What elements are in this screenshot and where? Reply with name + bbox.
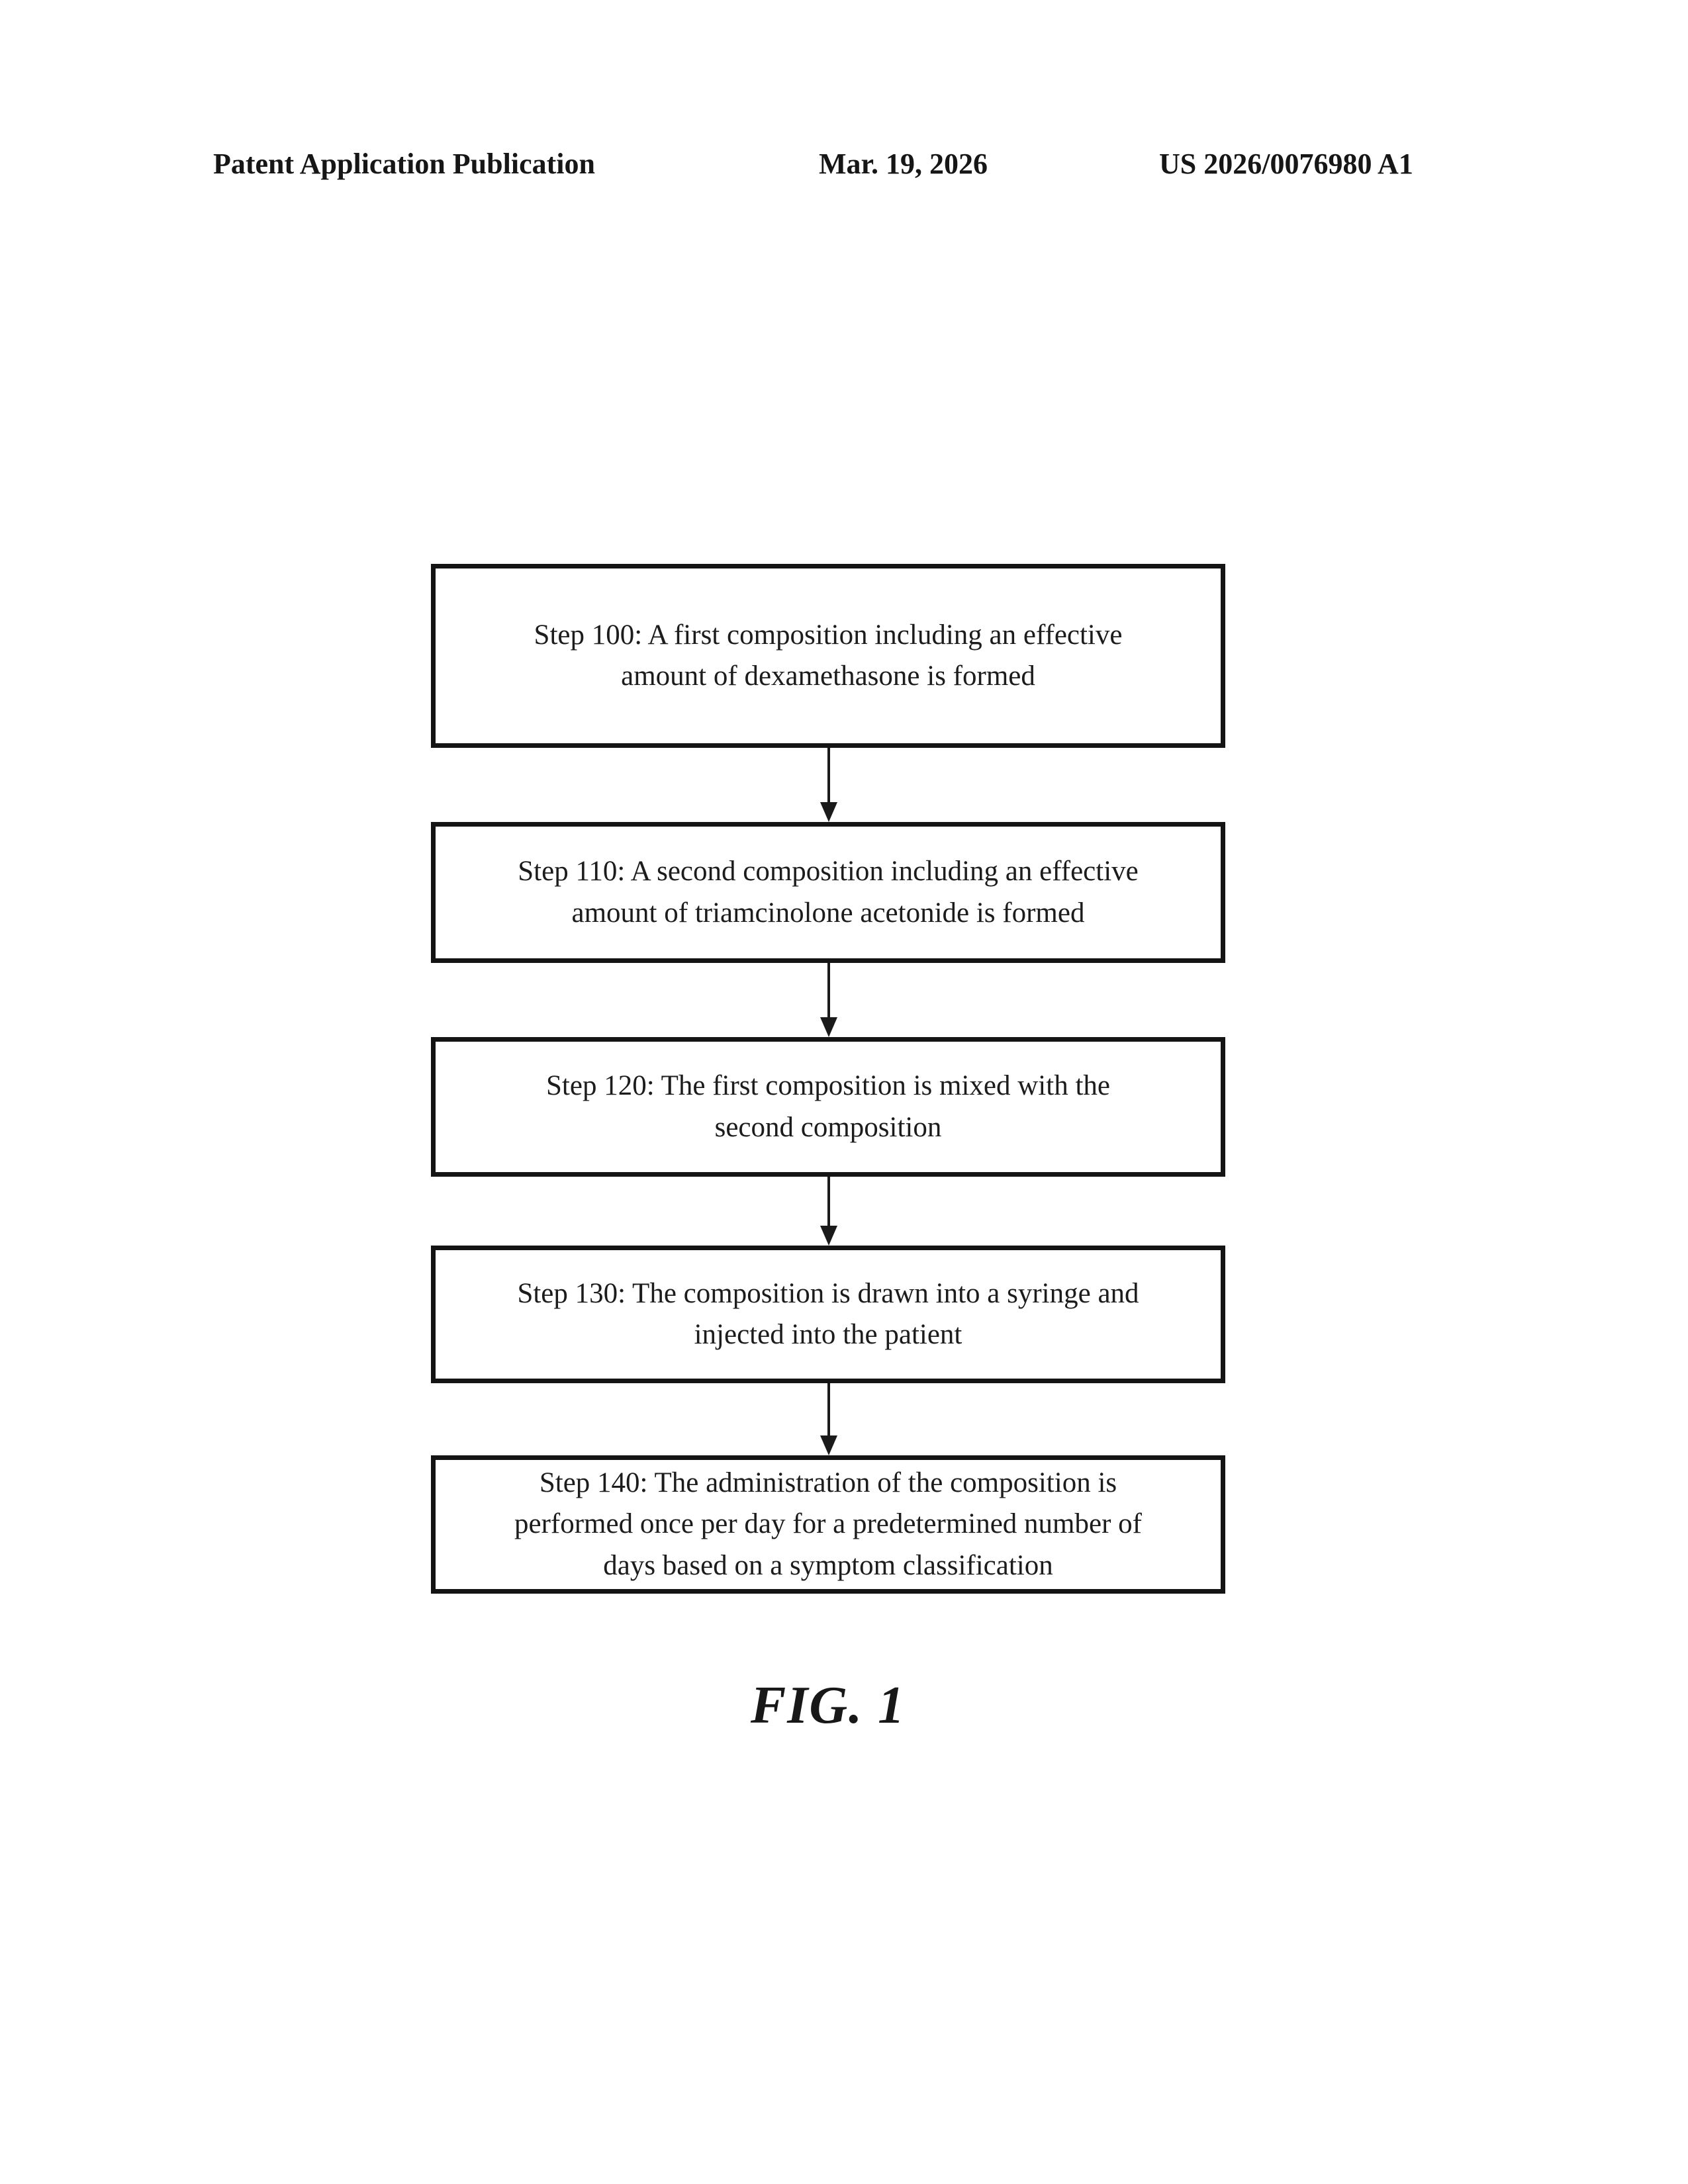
flowchart-step-100-text: Step 100: A first composition including … bbox=[534, 619, 1123, 692]
flowchart-step-100-box: Step 100: A first composition including … bbox=[431, 564, 1225, 748]
arrow-down-icon bbox=[820, 1435, 837, 1455]
flowchart-step-110-text: Step 110: A second composition including… bbox=[518, 856, 1139, 929]
flowchart-step-140-box: Step 140: The administration of the comp… bbox=[431, 1455, 1225, 1594]
header-publication-number: US 2026/0076980 A1 bbox=[1159, 148, 1413, 180]
flowchart-step-140-text: Step 140: The administration of the comp… bbox=[514, 1467, 1142, 1581]
arrow-down-icon bbox=[820, 1017, 837, 1037]
flowchart-step-130-text: Step 130: The composition is drawn into … bbox=[517, 1277, 1139, 1350]
header-publication-label: Patent Application Publication bbox=[213, 148, 595, 180]
arrow-shaft bbox=[827, 748, 830, 805]
arrow-down-icon bbox=[820, 1226, 837, 1246]
flowchart-step-130-box: Step 130: The composition is drawn into … bbox=[431, 1246, 1225, 1383]
flow-arrow bbox=[818, 1383, 839, 1455]
arrow-down-icon bbox=[820, 802, 837, 822]
flowchart-step-120-box: Step 120: The first composition is mixed… bbox=[431, 1037, 1225, 1177]
arrow-shaft bbox=[827, 1383, 830, 1438]
arrow-shaft bbox=[827, 1177, 830, 1228]
header-publication-date: Mar. 19, 2026 bbox=[819, 148, 988, 180]
flowchart-step-120-text: Step 120: The first composition is mixed… bbox=[546, 1070, 1110, 1143]
flow-arrow bbox=[818, 748, 839, 822]
figure-caption: FIG. 1 bbox=[750, 1676, 906, 1735]
flow-arrow bbox=[818, 1177, 839, 1246]
arrow-shaft bbox=[827, 963, 830, 1020]
flow-arrow bbox=[818, 963, 839, 1037]
flowchart-step-110-box: Step 110: A second composition including… bbox=[431, 822, 1225, 963]
